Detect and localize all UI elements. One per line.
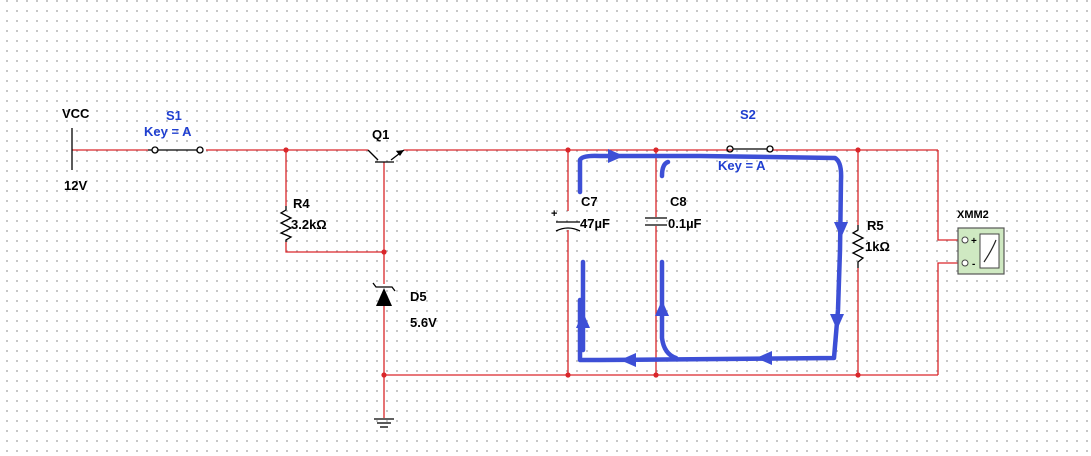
vcc-value: 12V: [64, 178, 87, 193]
switch-s1[interactable]: S1 Key = A: [144, 108, 204, 154]
resistor-r4-label: R4: [293, 196, 310, 211]
vcc-source[interactable]: VCC 12V: [62, 106, 90, 193]
switch-s1-label: S1: [166, 108, 182, 123]
zener-d5[interactable]: D5 5.6V: [372, 282, 437, 330]
flow-arrow-icon: [620, 353, 636, 367]
zener-d5-label: D5: [410, 289, 427, 304]
switch-s2-contact: [766, 145, 774, 153]
flow-arrow-icon: [830, 314, 844, 330]
wire-meter-plus[interactable]: [937, 150, 960, 241]
resistor-r5-label: R5: [867, 218, 884, 233]
zener-d5-cathode: [372, 282, 396, 292]
switch-s2[interactable]: S2 Key = A: [718, 107, 774, 173]
transistor-q1-collector: [367, 149, 379, 161]
resistor-r5[interactable]: R5 1kΩ: [851, 218, 890, 268]
resistor-r5-value: 1kΩ: [865, 239, 890, 254]
switch-s2-label: S2: [740, 107, 756, 122]
junction-dot: [855, 147, 861, 153]
multimeter-plus-sign: +: [971, 236, 977, 247]
zener-d5-value: 5.6V: [410, 315, 437, 330]
multimeter-minus-sign: -: [972, 259, 975, 270]
capacitor-c7-polarity: +: [551, 208, 557, 220]
junctions: [283, 147, 861, 378]
multimeter-gauge-icon: [983, 239, 997, 263]
capacitor-c7-label: C7: [581, 194, 598, 209]
flow-arrow-icon: [834, 222, 848, 238]
ground-symbol: [374, 418, 394, 428]
resistor-r4[interactable]: R4 3.2kΩ: [279, 196, 327, 242]
current-flow-annotation: [576, 149, 848, 367]
junction-dot: [855, 372, 861, 378]
current-flow-c8-path: [659, 259, 679, 361]
switch-s2-contact: [726, 145, 734, 153]
junction-dot: [381, 249, 387, 255]
wire-r4-bottom[interactable]: [285, 242, 384, 253]
junction-dot: [283, 147, 289, 153]
capacitor-c8-value: 0.1µF: [668, 216, 702, 231]
wire-meter-minus[interactable]: [937, 262, 960, 375]
junction-dot: [565, 147, 571, 153]
transistor-q1-label: Q1: [372, 127, 389, 142]
capacitor-c7[interactable]: + C7 47µF: [551, 194, 610, 232]
vcc-label: VCC: [62, 106, 90, 121]
current-flow-c8-path: [659, 159, 671, 179]
resistor-r4-symbol: [279, 206, 293, 242]
switch-s2-key: Key = A: [718, 158, 766, 173]
capacitor-c7-value: 47µF: [580, 216, 610, 231]
multimeter-xmm2[interactable]: XMM2 + -: [957, 209, 1005, 275]
switch-s1-contact: [196, 146, 204, 154]
flow-arrow-icon: [756, 351, 772, 365]
zener-d5-triangle: [376, 288, 392, 306]
resistor-r5-symbol: [851, 225, 865, 268]
junction-dot: [381, 372, 387, 378]
junction-dot: [653, 147, 659, 153]
switch-s1-key: Key = A: [144, 124, 192, 139]
transistor-q1[interactable]: Q1: [367, 127, 405, 163]
multimeter-plus-terminal[interactable]: [961, 236, 969, 244]
resistor-r4-value: 3.2kΩ: [291, 217, 327, 232]
multimeter-minus-terminal[interactable]: [961, 259, 969, 267]
flow-arrow-icon: [576, 312, 590, 328]
multimeter-label: XMM2: [957, 209, 989, 221]
switch-s1-contact: [151, 146, 159, 154]
flow-arrow-icon: [608, 149, 624, 163]
junction-dot: [653, 372, 659, 378]
transistor-q1-arrow-icon: [396, 150, 404, 156]
multimeter-display: [979, 233, 1000, 269]
capacitor-c8-label: C8: [670, 194, 687, 209]
capacitor-c7-curved-plate: [555, 227, 581, 232]
flow-arrow-icon: [655, 300, 669, 316]
junction-dot: [565, 372, 571, 378]
capacitor-c8[interactable]: C8 0.1µF: [645, 194, 702, 231]
current-flow-loop: [577, 153, 844, 363]
wires: [72, 149, 960, 418]
